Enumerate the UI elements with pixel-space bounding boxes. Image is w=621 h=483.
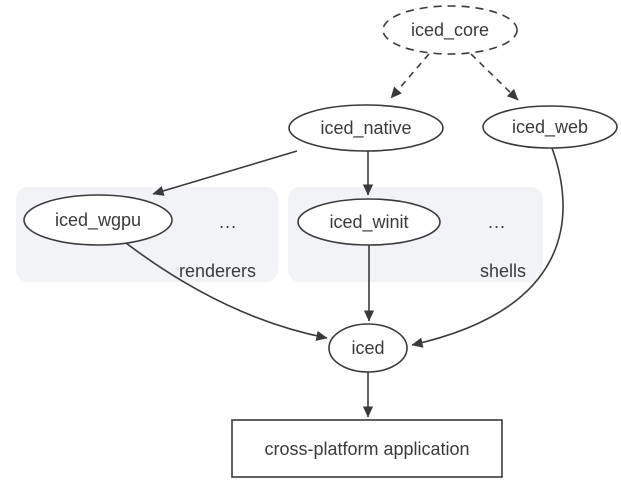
- node-iced-web-ellipse: [482, 105, 618, 149]
- node-iced-native-ellipse: [288, 104, 444, 152]
- edge-iced-wgpu-to-iced: [125, 242, 328, 342]
- edge-iced-core-to-iced-native: [390, 53, 430, 99]
- edge-iced-native-to-iced-wgpu: [152, 150, 298, 196]
- renderers-ellipsis: ...: [219, 212, 237, 232]
- shells-ellipsis: ...: [488, 212, 506, 232]
- node-iced-core-ellipse: [382, 5, 518, 55]
- node-iced-web-label: iced_web: [512, 117, 588, 138]
- node-iced-ellipse: [328, 323, 408, 373]
- node-application-label: cross-platform application: [264, 439, 469, 459]
- edge-iced-core-to-iced-web: [470, 53, 519, 101]
- node-application-rect: [231, 419, 503, 478]
- node-iced-native-label: iced_native: [320, 118, 411, 139]
- node-iced-winit-label: iced_winit: [329, 212, 408, 233]
- node-iced-wgpu-ellipse: [23, 194, 173, 246]
- node-iced-label: iced: [351, 338, 384, 358]
- node-iced-winit-ellipse: [297, 198, 441, 246]
- node-iced-core-label: iced_core: [411, 20, 489, 41]
- group-label-shells: shells: [480, 261, 526, 281]
- group-label-renderers: renderers: [179, 261, 256, 281]
- node-iced-wgpu-label: iced_wgpu: [55, 210, 141, 231]
- edge-iced-web-to-iced: [411, 147, 564, 348]
